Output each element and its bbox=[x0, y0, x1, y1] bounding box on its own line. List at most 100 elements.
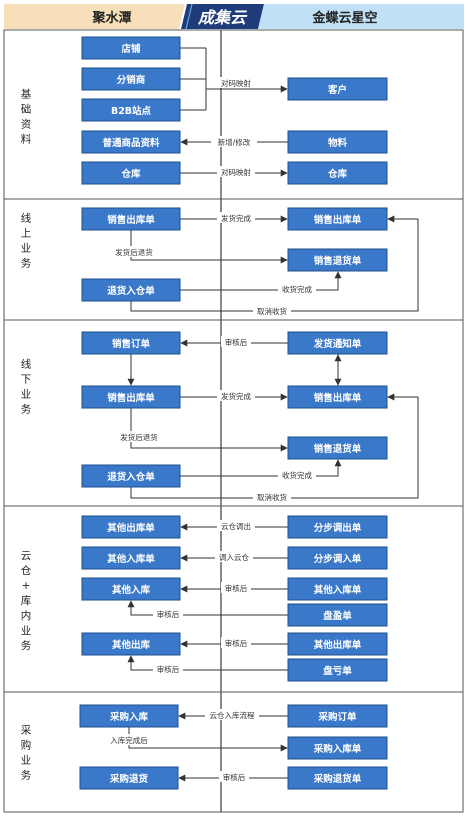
section-label-char: 资 bbox=[21, 119, 32, 131]
left-box-8-rect bbox=[81, 385, 181, 409]
edge-label-bg bbox=[221, 582, 251, 593]
edge-label-bg bbox=[211, 136, 257, 147]
section-label-char: 业 bbox=[21, 389, 32, 401]
edge-label-addedit: 新增/修改 bbox=[218, 137, 251, 147]
section-label-char: 云 bbox=[21, 550, 32, 562]
section-label-char: 上 bbox=[21, 228, 32, 240]
left-box-14-rect bbox=[79, 704, 179, 728]
edge-label-bg bbox=[217, 390, 255, 401]
section-label-char: 务 bbox=[21, 769, 32, 782]
edge-label-bg bbox=[217, 77, 255, 88]
section-label-char: + bbox=[22, 580, 31, 592]
right-box-13-label: 盘亏单 bbox=[323, 665, 352, 677]
right-box-0-label: 客户 bbox=[327, 84, 347, 96]
left-box-10-label: 其他出库单 bbox=[107, 522, 155, 534]
left-box-1: 分销商 bbox=[81, 67, 181, 91]
section-label-char: 基 bbox=[21, 88, 32, 101]
left-box-6-rect bbox=[81, 278, 181, 302]
left-box-7-rect bbox=[81, 331, 181, 355]
section-label-char: 业 bbox=[21, 755, 32, 767]
edge-label-bg bbox=[106, 734, 152, 745]
left-box-4-rect bbox=[81, 161, 181, 185]
left-box-2-rect bbox=[81, 98, 181, 122]
right-box-12: 其他出库单 bbox=[287, 632, 388, 656]
edge-label-cl_in: 调入云仓 bbox=[219, 552, 249, 562]
left-box-9-label: 退货入仓单 bbox=[107, 471, 155, 483]
right-box-4: 销售退货单 bbox=[287, 248, 388, 272]
right-box-8-rect bbox=[287, 515, 388, 539]
left-box-10: 其他出库单 bbox=[81, 515, 181, 539]
right-box-1-rect bbox=[287, 130, 388, 154]
left-box-0-label: 店铺 bbox=[121, 43, 141, 55]
right-box-2: 仓库 bbox=[287, 161, 388, 185]
edge-label-cl_audit2: 审核后 bbox=[157, 609, 180, 619]
edge-label-on_after: 发货后退货 bbox=[115, 247, 153, 257]
right-box-12-rect bbox=[287, 632, 388, 656]
edge-label-bg bbox=[278, 469, 316, 480]
left-box-11-rect bbox=[81, 546, 181, 570]
section-label-char: 线 bbox=[21, 212, 32, 225]
edge-label-off_recv: 收货完成 bbox=[282, 470, 312, 480]
right-box-15-rect bbox=[287, 736, 388, 760]
pu-done-arrow bbox=[128, 727, 288, 752]
left-box-15-label: 采购退货 bbox=[109, 773, 149, 785]
left-box-11: 其他入库单 bbox=[81, 546, 181, 570]
right-box-0: 客户 bbox=[287, 77, 388, 101]
left-box-3: 普通商品资料 bbox=[81, 130, 181, 154]
edge-label-bg bbox=[253, 491, 291, 502]
right-box-2-label: 仓库 bbox=[327, 168, 348, 180]
edge-label-cl_audit1: 审核后 bbox=[225, 583, 248, 593]
edge-label-pu_flow: 云仓入库流程 bbox=[210, 710, 255, 720]
right-box-5-rect bbox=[287, 331, 388, 355]
edge-label-off_cancel: 取消收货 bbox=[257, 492, 287, 502]
section-label-char: 内 bbox=[21, 609, 32, 622]
right-box-3: 销售出库单 bbox=[287, 207, 388, 231]
edge-label-bg bbox=[221, 336, 251, 347]
right-box-12-label: 其他出库单 bbox=[314, 639, 362, 651]
on-cancel-arrow bbox=[130, 215, 419, 312]
right-box-11: 盘盈单 bbox=[287, 603, 388, 627]
diagram-frame bbox=[3, 29, 464, 813]
left-box-10-rect bbox=[81, 515, 181, 539]
right-box-9-rect bbox=[287, 546, 388, 570]
boxes: 店铺分销商B2B站点普通商品资料仓库销售出库单退货入仓单销售订单销售出库单退货入… bbox=[79, 36, 388, 790]
section-label-char: 务 bbox=[21, 257, 32, 270]
right-box-15: 采购入库单 bbox=[287, 736, 388, 760]
left-box-7-label: 销售订单 bbox=[112, 338, 151, 350]
right-box-10-rect bbox=[287, 577, 388, 601]
right-box-7: 销售退货单 bbox=[287, 436, 388, 460]
left-box-6: 退货入仓单 bbox=[81, 278, 181, 302]
section-label-char: 务 bbox=[21, 403, 32, 416]
right-box-6: 销售出库单 bbox=[287, 385, 388, 409]
edge-label-bg bbox=[253, 305, 291, 316]
edge-label-cl_audit3: 审核后 bbox=[225, 638, 248, 648]
left-box-5-rect bbox=[81, 207, 181, 231]
off-cancel-arrow bbox=[130, 393, 419, 499]
left-box-12-rect bbox=[81, 577, 181, 601]
right-box-4-rect bbox=[287, 248, 388, 272]
right-box-16-rect bbox=[287, 766, 388, 790]
edge-label-bg bbox=[278, 283, 316, 294]
right-box-8-label: 分步调出单 bbox=[314, 522, 362, 534]
left-box-5-label: 销售出库单 bbox=[107, 214, 155, 226]
right-box-3-rect bbox=[287, 207, 388, 231]
off-recv-arrow bbox=[180, 459, 342, 477]
edge-label-bg bbox=[153, 608, 183, 619]
right-box-14-rect bbox=[287, 704, 388, 728]
edge-label-on_cancel: 取消收货 bbox=[257, 306, 287, 316]
section-label-char: 业 bbox=[21, 625, 32, 637]
section-label-char: 务 bbox=[21, 639, 32, 652]
header-left-title: 聚水潭 bbox=[91, 10, 131, 26]
left-box-4-label: 仓库 bbox=[120, 168, 141, 180]
right-box-11-rect bbox=[287, 603, 388, 627]
left-box-14-label: 采购入库 bbox=[109, 711, 149, 723]
edge-label-bg bbox=[215, 551, 253, 562]
right-box-1: 物料 bbox=[287, 130, 388, 154]
left-box-7: 销售订单 bbox=[81, 331, 181, 355]
header-left-bg bbox=[4, 4, 186, 29]
section-label-char: 仓 bbox=[21, 564, 32, 577]
left-box-13-rect bbox=[81, 632, 181, 656]
right-box-6-label: 销售出库单 bbox=[314, 392, 362, 404]
section-label-char: 下 bbox=[21, 374, 32, 386]
